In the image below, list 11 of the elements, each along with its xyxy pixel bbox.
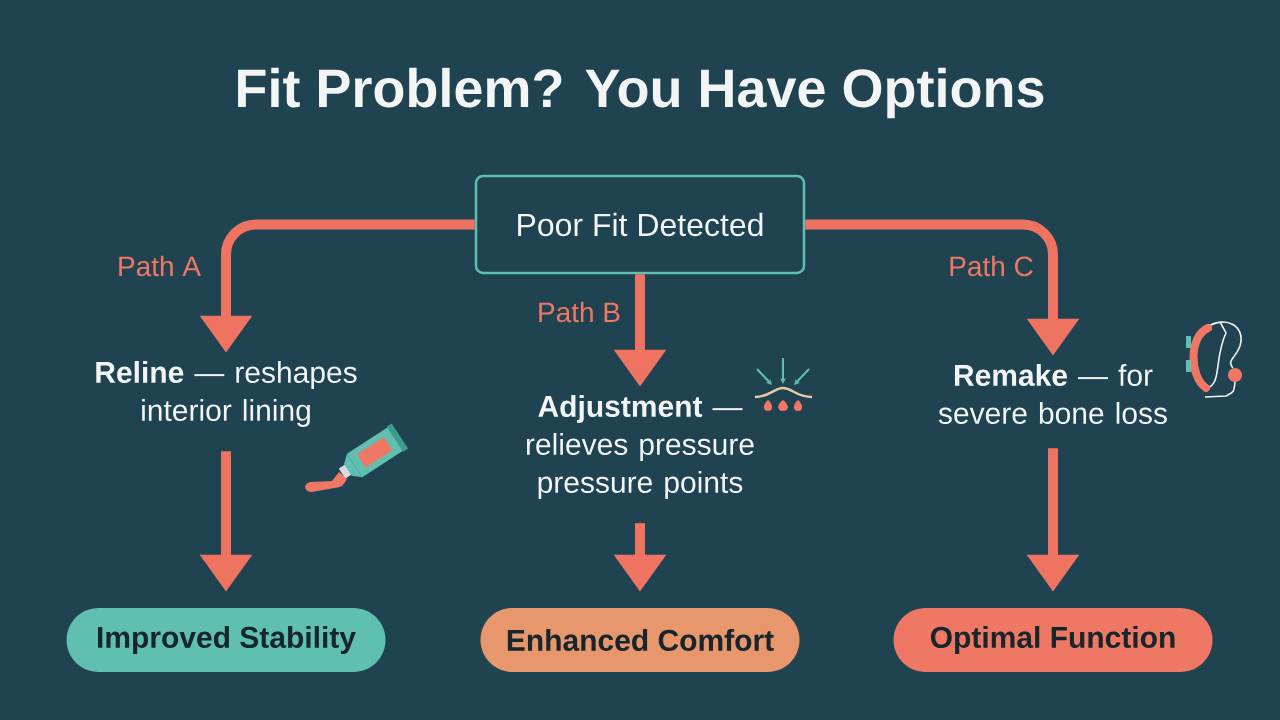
title: Fit Problem? You Have Options <box>238 67 1044 119</box>
option-text: Remake — for severe bone loss <box>938 363 1167 424</box>
outcome-pill: Optimal Function <box>893 608 1213 672</box>
edge-label: Path C <box>950 255 1033 277</box>
process-box: Poor Fit Detected <box>474 174 806 275</box>
option-text: Adjustment — relieves pressure pressure points <box>526 395 754 499</box>
edge-label: Path A <box>119 255 201 277</box>
option-text: Reline — reshapes interior lining <box>96 361 357 427</box>
outcome-pill: Enhanced Comfort <box>480 608 800 672</box>
edge-label: Path B <box>539 301 620 323</box>
outcome-pill: Improved Stability <box>66 608 386 672</box>
